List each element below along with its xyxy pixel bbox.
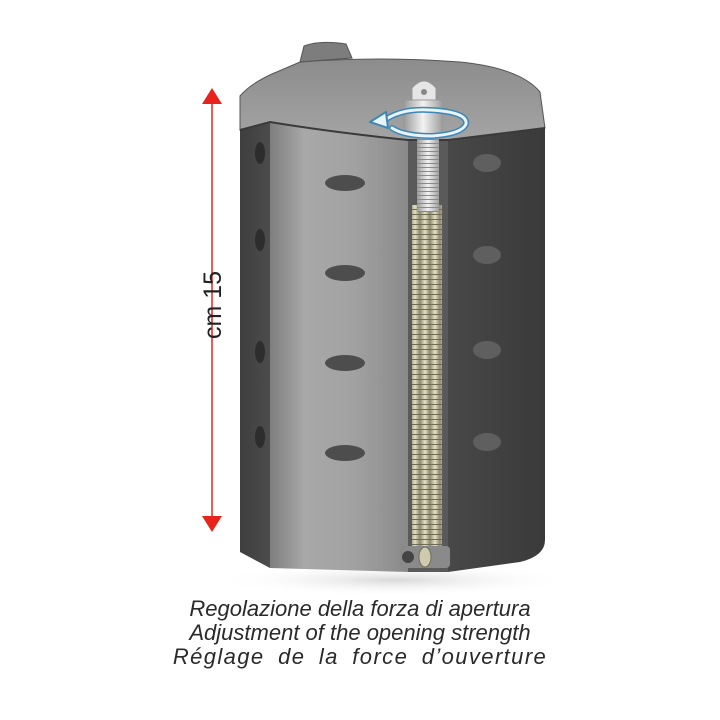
height-dimension-label: cm 15 <box>199 270 227 340</box>
caption-italian: Regolazione della forza di apertura <box>189 596 531 621</box>
front-face <box>270 122 408 572</box>
top-tab <box>299 41 353 63</box>
arrowhead-up-icon <box>202 88 222 104</box>
ground-shadow <box>215 564 575 596</box>
adjuster-knob <box>403 99 443 135</box>
arrowhead-down-icon <box>202 516 222 532</box>
right-face-slots <box>473 154 501 451</box>
product-illustration <box>202 41 575 596</box>
height-dimension-arrow <box>202 88 222 532</box>
left-face-holes <box>255 142 265 448</box>
caption-english: Adjustment of the opening strength <box>189 620 531 645</box>
spring <box>412 205 442 550</box>
caption-french: Réglage de la force d’ouverture <box>172 644 548 669</box>
left-face <box>240 122 270 568</box>
front-face-slots <box>325 175 365 461</box>
caption: Regolazione della forza di apertura Adju… <box>0 597 720 669</box>
